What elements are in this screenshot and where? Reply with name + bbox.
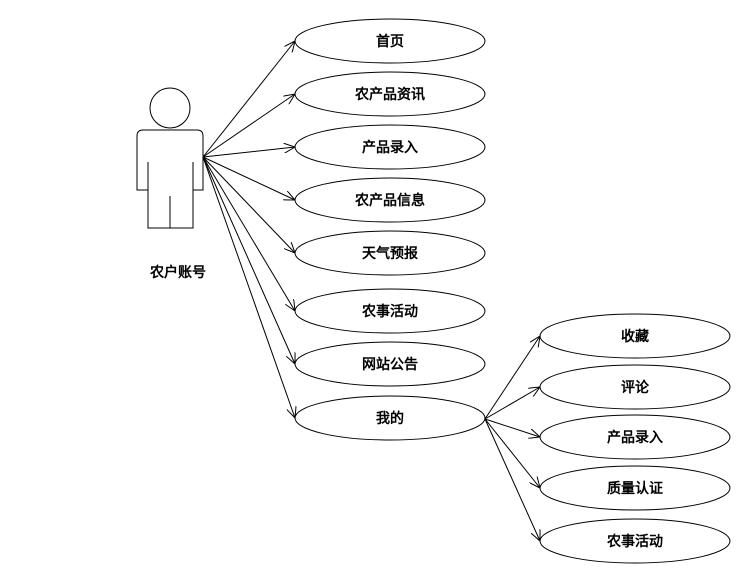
sub-link-5 [484, 418, 540, 541]
use-case-6: 农事活动 [294, 288, 486, 334]
sub-use-case-1-label: 收藏 [621, 328, 649, 345]
actor-body [136, 129, 204, 229]
use-case-1-shape [294, 18, 486, 64]
use-case-5-label: 天气预报 [362, 245, 418, 262]
use-case-2: 农产品资讯 [294, 71, 486, 117]
actor-link-6 [202, 156, 295, 311]
use-case-6-label: 农事活动 [361, 303, 418, 320]
use-case-5: 天气预报 [294, 230, 486, 276]
sub-link-1 [484, 336, 540, 420]
use-case-7: 网站公告 [294, 341, 486, 387]
use-case-2-shape [294, 71, 486, 117]
sub-use-case-4-shape [539, 465, 731, 511]
actor-link-2 [202, 94, 295, 158]
use-case-3-label: 产品录入 [362, 139, 418, 156]
actor-link-4 [202, 156, 295, 200]
sub-use-case-5-shape [539, 518, 731, 564]
use-case-7-shape [294, 341, 486, 387]
use-case-1: 首页 [294, 18, 486, 64]
use-case-4: 农产品信息 [294, 177, 486, 223]
use-case-8-shape [294, 395, 486, 441]
sub-link-3 [484, 418, 540, 437]
actor-link-5 [202, 156, 295, 253]
sub-use-case-5: 农事活动 [539, 518, 731, 564]
sub-use-case-5-label: 农事活动 [606, 533, 663, 550]
sub-use-case-3-label: 产品录入 [607, 429, 663, 446]
sub-use-case-1: 收藏 [539, 313, 731, 359]
actor-figure [136, 87, 204, 229]
use-case-8-label: 我的 [376, 410, 404, 427]
use-case-5-shape [294, 230, 486, 276]
sub-link-4 [484, 418, 540, 488]
sub-use-case-2: 评论 [539, 364, 731, 410]
actor-head [149, 87, 191, 129]
sub-use-case-3: 产品录入 [539, 414, 731, 460]
sub-use-case-4-label: 质量认证 [607, 480, 663, 497]
actor-label: 农户账号 [149, 264, 206, 281]
use-case-4-label: 农产品信息 [354, 192, 425, 209]
use-case-3: 产品录入 [294, 124, 486, 170]
sub-use-case-2-label: 评论 [621, 379, 650, 396]
use-case-6-shape [294, 288, 486, 334]
use-case-8: 我的 [294, 395, 486, 441]
use-case-2-label: 农产品资讯 [354, 86, 425, 103]
actor-link-3 [202, 147, 295, 158]
use-case-4-shape [294, 177, 486, 223]
sub-use-case-4: 质量认证 [539, 465, 731, 511]
sub-link-2 [484, 387, 540, 420]
actor-link-1 [202, 41, 295, 158]
sub-use-case-3-shape [539, 414, 731, 460]
use-case-7-label: 网站公告 [362, 356, 418, 373]
actor-link-7 [202, 156, 295, 364]
use-case-1-label: 首页 [376, 33, 404, 50]
use-case-3-shape [294, 124, 486, 170]
sub-use-case-2-shape [539, 364, 731, 410]
sub-use-case-1-shape [539, 313, 731, 359]
actor-link-8 [202, 156, 295, 418]
